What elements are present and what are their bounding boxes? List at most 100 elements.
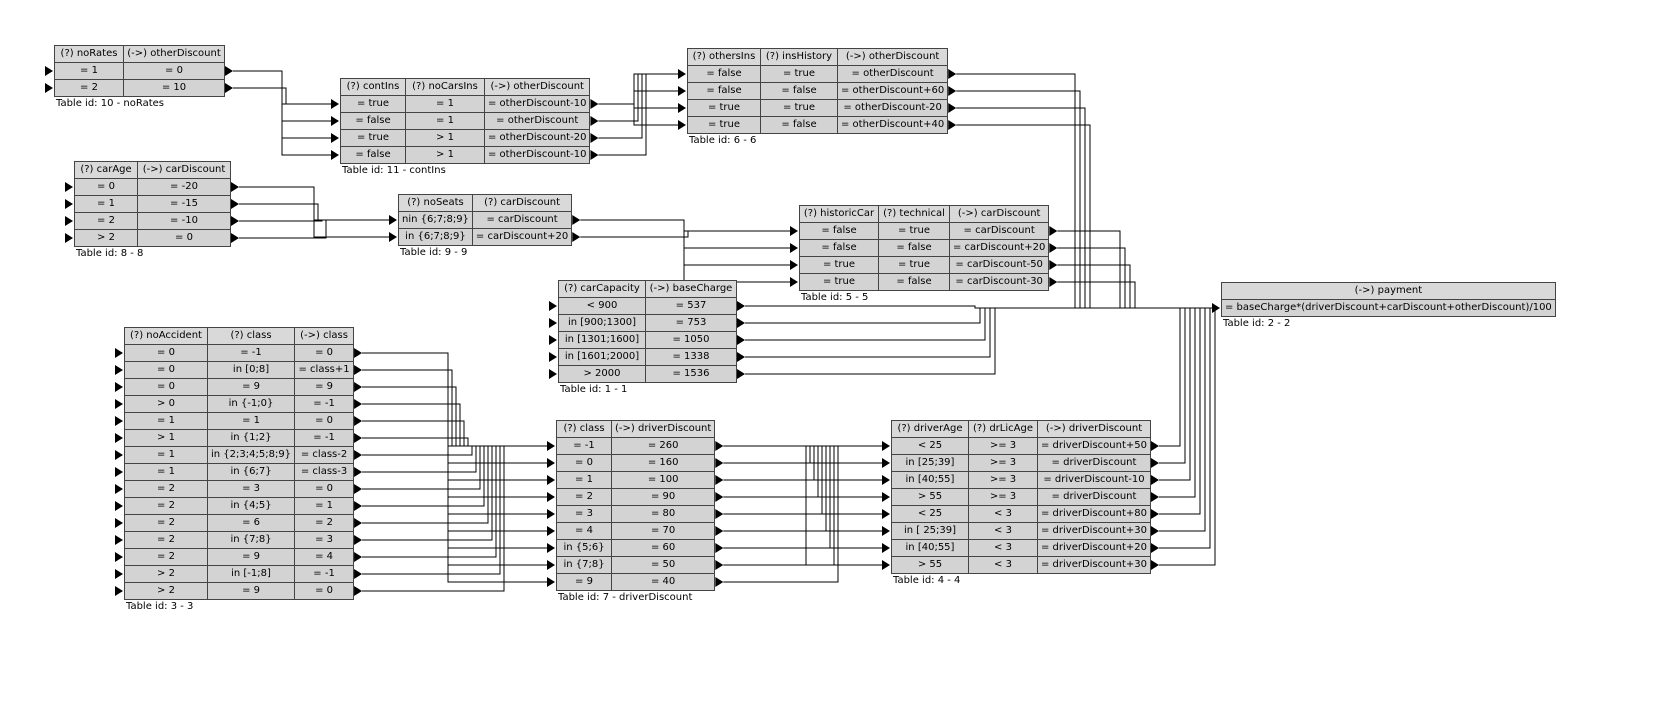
table-row[interactable]: = 2= -10: [74, 212, 231, 230]
row-input-arrow: [331, 116, 339, 126]
row-input-arrow: [547, 475, 555, 485]
table-row[interactable]: = -1= 260: [556, 437, 716, 455]
table-row[interactable]: = false= 1= otherDiscount: [340, 112, 591, 130]
row-output-arrow: [1150, 458, 1159, 468]
row-output-arrow: [1150, 509, 1159, 519]
table-row[interactable]: < 25< 3= driverDiscount+80: [891, 505, 1151, 523]
table-row[interactable]: = false= false= otherDiscount+60: [687, 82, 949, 100]
table-row[interactable]: in [ 25;39]< 3= driverDiscount+30: [891, 522, 1151, 540]
table-row[interactable]: = 2= 9= 4: [124, 548, 355, 566]
table-row[interactable]: in [1601;2000]= 1338: [558, 348, 737, 366]
table-row[interactable]: in [40;55]< 3= driverDiscount+20: [891, 539, 1151, 557]
table-row[interactable]: = 2= 10: [54, 79, 225, 97]
table-row[interactable]: = 0= 160: [556, 454, 716, 472]
table-cell: = 1: [405, 95, 485, 113]
row-output-arrow: [1049, 260, 1058, 270]
table-row[interactable]: = 9= 40: [556, 573, 716, 591]
table-row[interactable]: in [1301;1600]= 1050: [558, 331, 737, 349]
decision-table-11: (?) contIns(?) noCarsIns(->) otherDiscou…: [340, 78, 591, 176]
row-output-arrow: [231, 216, 239, 226]
table-row[interactable]: > 55>= 3= driverDiscount: [891, 488, 1151, 506]
table-row[interactable]: > 2= 9= 0: [124, 582, 355, 600]
table-cell: = carDiscount: [471, 211, 573, 229]
table-row[interactable]: = 1= -15: [74, 195, 231, 213]
table-row[interactable]: = true= 1= otherDiscount-10: [340, 95, 591, 113]
table-row[interactable]: = 2= 3= 0: [124, 480, 355, 498]
table-row[interactable]: = false> 1= otherDiscount-10: [340, 146, 591, 164]
table-cell: = 4: [294, 548, 355, 566]
table-row[interactable]: in [40;55]>= 3= driverDiscount-10: [891, 471, 1151, 489]
table-row[interactable]: < 25>= 3= driverDiscount+50: [891, 437, 1151, 455]
table-row[interactable]: = 0= -1= 0: [124, 344, 355, 362]
table-caption: Table id: 4 - 4: [893, 575, 961, 586]
table-row[interactable]: = 1= 0: [54, 62, 225, 80]
table-cell: = carDiscount-50: [948, 256, 1050, 274]
table-row[interactable]: = baseCharge*(driverDiscount+carDiscount…: [1221, 299, 1556, 317]
table-row[interactable]: = true= false= carDiscount-30: [799, 273, 1050, 291]
table-row[interactable]: = 2= 90: [556, 488, 716, 506]
table-row[interactable]: = 1= 100: [556, 471, 716, 489]
table-row[interactable]: = 0= -20: [74, 178, 231, 196]
table-cell: = 100: [610, 471, 716, 489]
connection-wire: [313, 220, 389, 238]
table-row[interactable]: > 2= 0: [74, 229, 231, 247]
table-cell: in [-1;8]: [206, 565, 296, 583]
table-row[interactable]: = 0= 9= 9: [124, 378, 355, 396]
table-row[interactable]: in [25;39]>= 3= driverDiscount: [891, 454, 1151, 472]
table-row[interactable]: < 900= 537: [558, 297, 737, 315]
table-row[interactable]: = true= true= carDiscount-50: [799, 256, 1050, 274]
table-cell: > 2: [124, 582, 208, 600]
table-row[interactable]: in {6;7;8;9}= carDiscount+20: [398, 228, 573, 246]
table-row[interactable]: = false= true= carDiscount: [799, 222, 1050, 240]
table-row[interactable]: = 4= 70: [556, 522, 716, 540]
connection-wire: [683, 231, 790, 283]
table-cell: < 3: [968, 505, 1038, 523]
table-cell: in [25;39]: [891, 454, 969, 472]
row-input-arrow: [882, 458, 890, 468]
table-row[interactable]: in {5;6}= 60: [556, 539, 716, 557]
table-row[interactable]: = true= true= otherDiscount-20: [687, 99, 949, 117]
table-cell: < 3: [968, 539, 1038, 557]
connection-wire: [1057, 281, 1212, 309]
table-cell: = 160: [610, 454, 716, 472]
table-row[interactable]: = false= false= carDiscount+20: [799, 239, 1050, 257]
table-row[interactable]: = 1= 1= 0: [124, 412, 355, 430]
connection-wire: [723, 445, 882, 464]
table-cell: = 0: [123, 62, 225, 80]
row-output-arrow: [1150, 475, 1159, 485]
connection-wire: [1158, 307, 1212, 464]
table-row[interactable]: = 2= 6= 2: [124, 514, 355, 532]
row-input-arrow: [678, 69, 686, 79]
table-row[interactable]: in [900;1300]= 753: [558, 314, 737, 332]
table-cell: in [ 25;39]: [891, 522, 969, 540]
table-cell: < 900: [558, 297, 646, 315]
table-cell: = 1536: [645, 365, 737, 383]
table-cell: = 9: [206, 582, 296, 600]
decision-table-5: (?) historicCar(?) technical(->) carDisc…: [799, 205, 1050, 303]
table-row[interactable]: > 2000= 1536: [558, 365, 737, 383]
table-cell: = 2: [556, 488, 612, 506]
table-cell: = 1: [54, 62, 124, 80]
connection-wire: [805, 446, 882, 532]
connection-wire: [598, 73, 678, 122]
table-row[interactable]: in {7;8}= 50: [556, 556, 716, 574]
table-caption: Table id: 5 - 5: [801, 292, 869, 303]
table-cell: = driverDiscount+30: [1037, 556, 1151, 574]
table-row[interactable]: = 3= 80: [556, 505, 716, 523]
connection-wire: [281, 104, 331, 156]
row-input-arrow: [547, 577, 555, 587]
table-row[interactable]: = true> 1= otherDiscount-20: [340, 129, 591, 147]
table-row[interactable]: nin {6;7;8;9}= carDiscount: [398, 211, 573, 229]
table-row[interactable]: = true= false= otherDiscount+40: [687, 116, 949, 134]
table-cell: > 2: [74, 229, 138, 247]
table-row[interactable]: > 55< 3= driverDiscount+30: [891, 556, 1151, 574]
table-row[interactable]: = false= true= otherDiscount: [687, 65, 949, 83]
